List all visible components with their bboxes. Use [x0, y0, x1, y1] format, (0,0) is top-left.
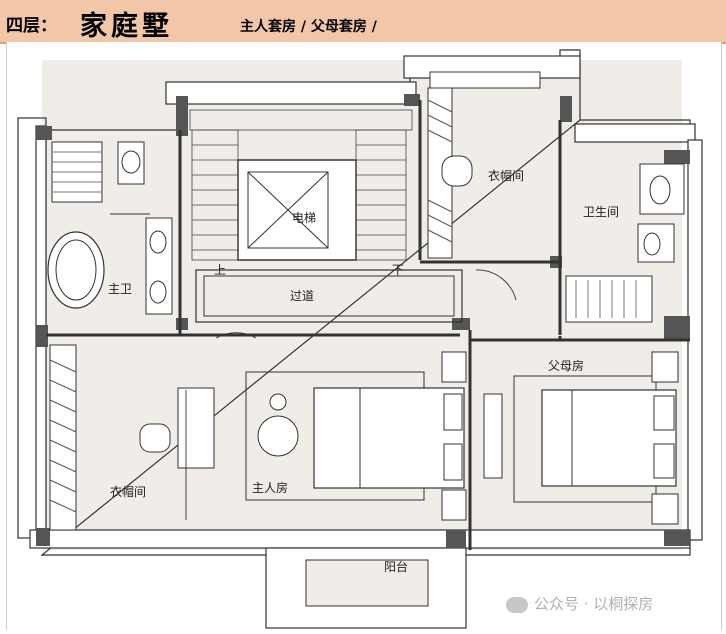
corridor: 过道 — [195, 269, 463, 323]
doors — [110, 213, 517, 520]
master-bath: 主卫 — [47, 141, 173, 315]
cloakroom-left: 衣帽间 — [49, 344, 215, 531]
room-label-parents-room: 父母房 — [548, 358, 584, 373]
interior-walls — [46, 100, 690, 550]
balcony: 阳台 — [265, 547, 467, 629]
page-subtitle: 主人套房 / 父母套房 / — [240, 19, 377, 35]
watermark: 公众号 · 以桐探房 — [506, 593, 653, 614]
cloakroom-top: 衣帽间 — [427, 71, 541, 259]
stairs — [189, 109, 413, 261]
parents-room: 父母房 — [483, 351, 679, 525]
room-label-elevator: 电梯 — [292, 211, 316, 225]
elevator: 电梯 — [237, 159, 357, 261]
parents-bathroom: 卫生间 — [565, 163, 685, 323]
floor-label: 四层： — [6, 16, 57, 36]
room-label-master-bath: 主卫 — [108, 282, 132, 296]
wall-columns — [36, 94, 690, 548]
room-label-master-room: 主人房 — [252, 480, 288, 495]
room-label-balcony: 阳台 — [384, 559, 408, 574]
page-title: 家庭墅 — [80, 11, 173, 42]
room-label-corridor: 过道 — [290, 289, 314, 303]
room-label-cloakroom-left: 衣帽间 — [110, 484, 146, 499]
watermark-text: 公众号 · 以桐探房 — [534, 595, 654, 613]
wechat-icon — [506, 596, 528, 613]
master-room: 主人房 — [245, 351, 467, 521]
room-label-bathroom: 卫生间 — [583, 205, 619, 219]
room-label-cloakroom-top: 衣帽间 — [488, 168, 524, 183]
